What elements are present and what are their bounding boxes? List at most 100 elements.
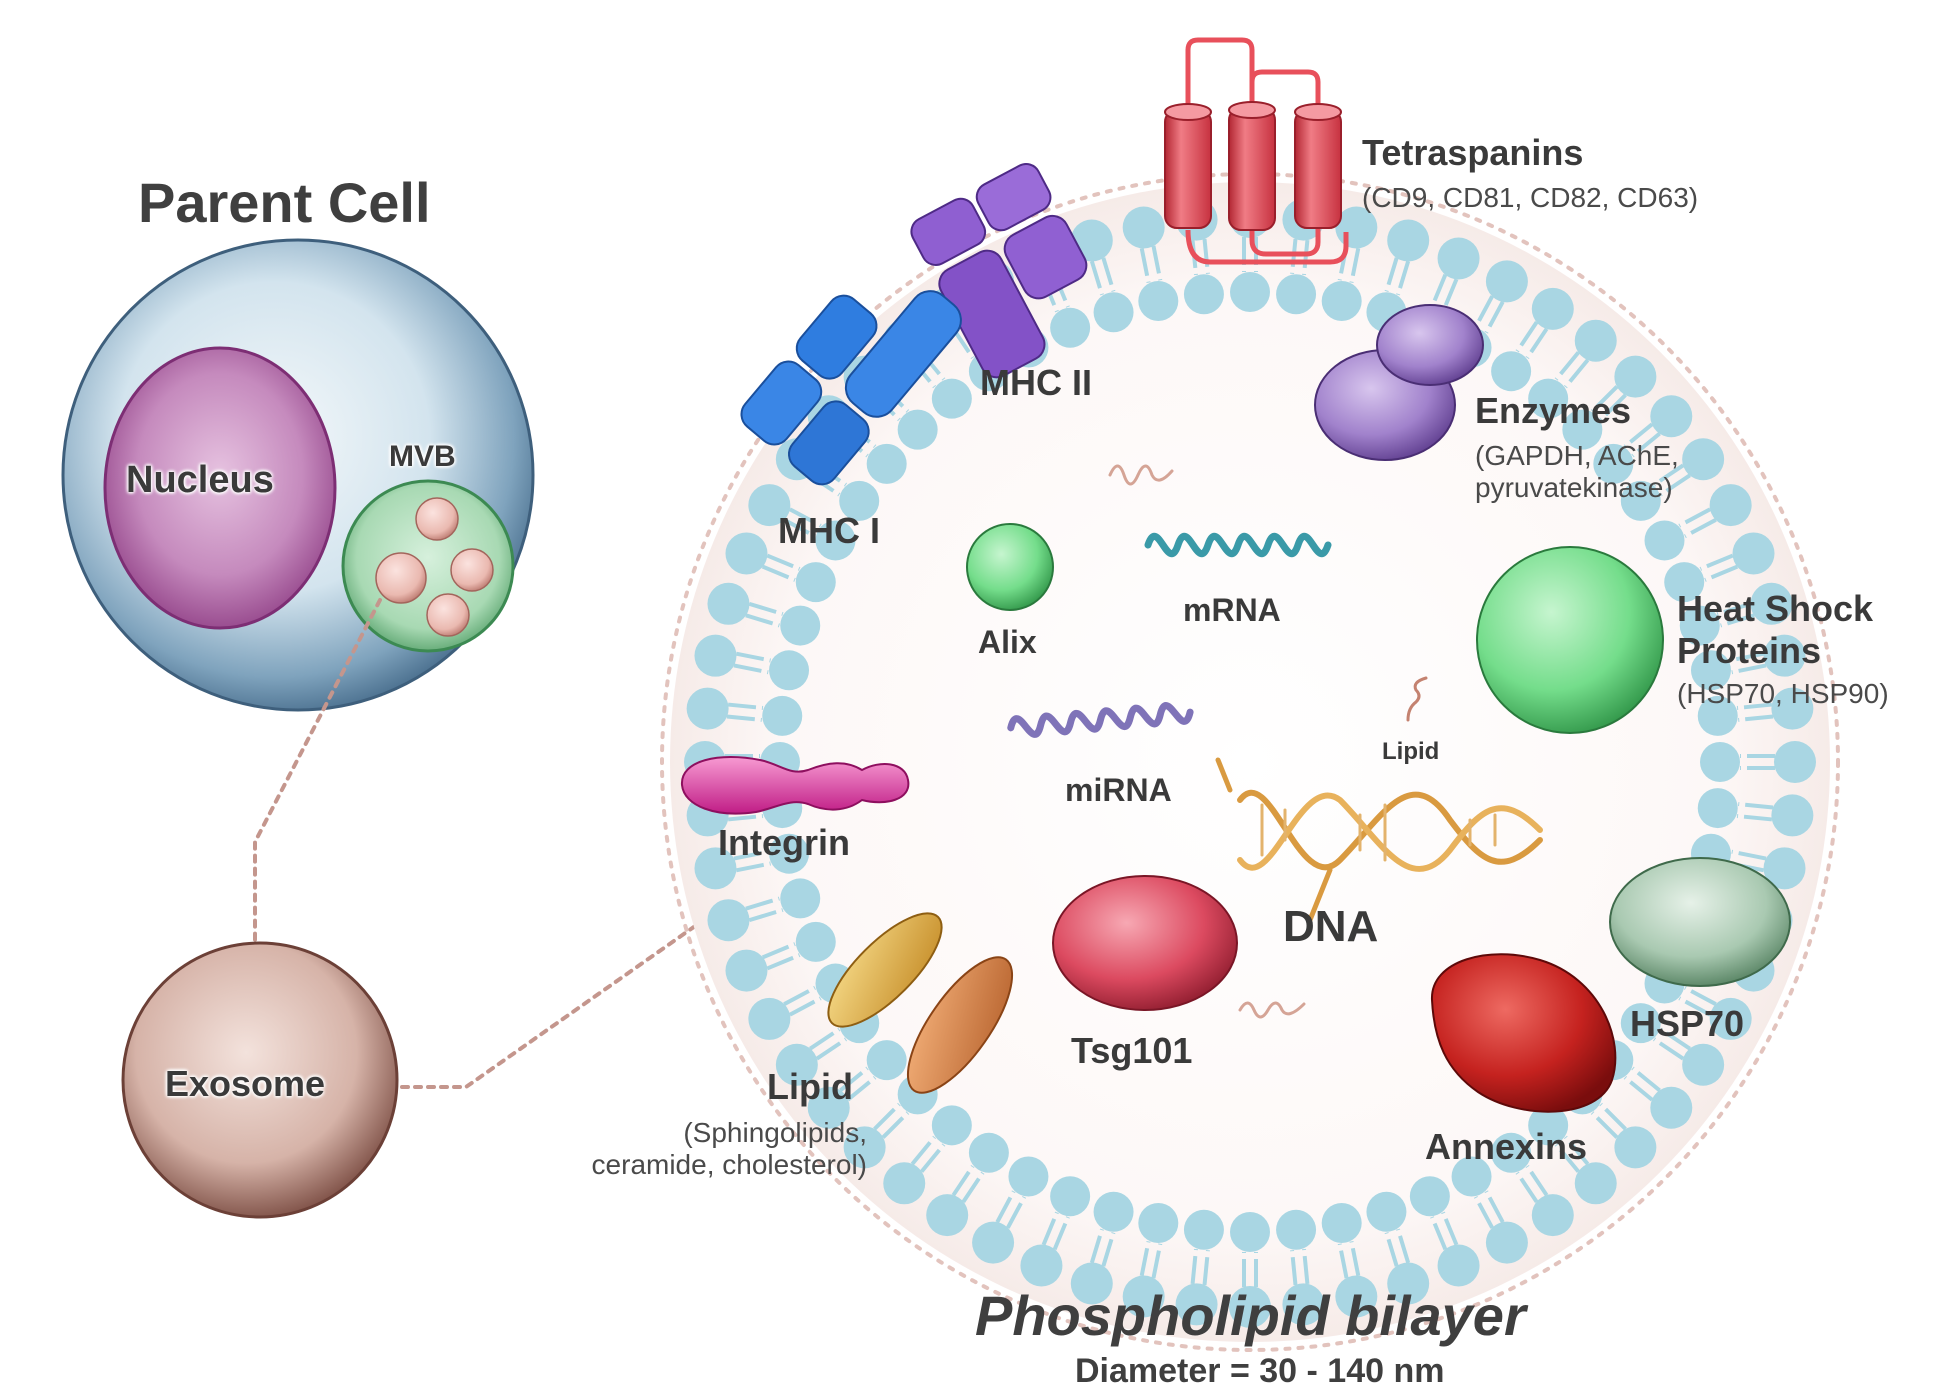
lipid-tail [1151, 1250, 1161, 1279]
lipid-head [1700, 742, 1740, 782]
lipid-tail [788, 999, 816, 1017]
lipid-tail [788, 507, 816, 525]
lipid-head [707, 582, 750, 625]
lipid-tail [1151, 245, 1161, 274]
lipid-tail [839, 1071, 864, 1092]
lipid-tail [846, 1080, 871, 1102]
lipid-tail [1101, 257, 1114, 286]
lipid-tail [1477, 1202, 1494, 1229]
lipid-head [748, 997, 791, 1040]
lipid-tail [1706, 553, 1734, 569]
exosome-label: Exosome [165, 1063, 326, 1104]
lipid-raft [827, 912, 1014, 1094]
lipid-tail [1631, 1066, 1635, 1071]
lipid-tail [1659, 1027, 1663, 1032]
lipid-tail [1563, 384, 1568, 389]
lipid-tail [1477, 295, 1494, 322]
lipid-tail [1525, 1164, 1530, 1169]
lipid-tail [745, 613, 774, 626]
lipid-tail [1529, 327, 1549, 354]
lipid-head [1138, 281, 1179, 322]
parent-cell [61, 238, 535, 712]
mhc-ii-label: MHC II [980, 362, 1092, 403]
lipid-tail [1623, 444, 1628, 449]
lipid-head [968, 1132, 1009, 1173]
lipid-head [1276, 274, 1317, 315]
lipid-tail [873, 1107, 896, 1131]
lipid-tail [1487, 1196, 1505, 1224]
lipid-tail [1515, 349, 1520, 353]
lipid-tail [1665, 1031, 1691, 1051]
lipid-tail [1089, 1235, 1102, 1264]
lipid-head [1679, 605, 1720, 646]
lipid-head [1709, 484, 1752, 527]
lipid-head [1531, 287, 1574, 330]
lipid-head [762, 695, 803, 736]
lipid-tail [1743, 702, 1773, 710]
lipid-label: Lipid [767, 1066, 853, 1107]
lipid-tail [897, 1102, 901, 1107]
lipid-head [1093, 292, 1134, 333]
lipid-tail [1599, 1102, 1603, 1107]
lipid-head [1321, 1202, 1362, 1243]
lipid-tail [920, 1148, 941, 1173]
lipid-head [1020, 1244, 1063, 1287]
lipid-tail [1302, 1255, 1310, 1285]
lipid-head [1614, 1126, 1657, 1169]
lipid-tail [815, 1041, 842, 1061]
small-fragments [1108, 464, 1306, 1019]
lipid-head [1682, 438, 1725, 481]
lipid-small-label: Lipid [1382, 738, 1440, 765]
lipid-detail-1: (Sphingolipids, [683, 1117, 867, 1148]
mhc-ii [910, 163, 1088, 379]
lipid-head [686, 687, 729, 730]
lipid-head [1620, 480, 1661, 521]
lipid-tail [1563, 1135, 1568, 1140]
lipid-tail [1006, 1202, 1023, 1229]
lipid-head [1387, 219, 1430, 262]
enzymes [1314, 304, 1484, 461]
lipid-head [883, 1162, 926, 1205]
lipid-tail [872, 1075, 877, 1080]
lipid-tail [970, 1164, 975, 1169]
lipid-tail [809, 1031, 835, 1051]
lipid-tail [1350, 1247, 1361, 1277]
lipid-head [795, 921, 836, 962]
lipid-tail [843, 1037, 848, 1042]
enzymes-detail-1: (GAPDH, AChE, [1475, 440, 1679, 471]
lipid-tail [1398, 1235, 1411, 1264]
lipid-tail [727, 702, 757, 710]
dna [1215, 757, 1543, 923]
parent-cell-title: Parent Cell [138, 171, 431, 234]
lipid-head [1574, 319, 1617, 362]
lipid-tail [1738, 851, 1767, 861]
lipid-tail [932, 1135, 937, 1140]
lipid-tail [1590, 409, 1595, 413]
lipid-tail [1652, 1037, 1657, 1042]
lipid-tail [1041, 1218, 1057, 1246]
integrin [680, 756, 910, 815]
lipid-head [1697, 695, 1738, 736]
lipid-tail [735, 862, 765, 873]
lipid-head [815, 520, 856, 561]
lipid-head [1574, 1162, 1617, 1205]
heat-shock-label-1: Heat Shock [1677, 588, 1874, 629]
mhc-i [740, 290, 962, 486]
lipid-tail [1726, 613, 1755, 626]
lipid-tail [1519, 1177, 1539, 1203]
lipid-tail [726, 714, 756, 722]
lipid-tail [1089, 260, 1102, 289]
mrna-label: mRNA [1183, 592, 1281, 628]
lipid-tail [865, 453, 869, 458]
lipid-head [769, 650, 810, 691]
exosome [121, 941, 399, 1219]
lipid-tail [733, 851, 762, 861]
lipid-head [1122, 206, 1165, 249]
lipid-tail [1487, 300, 1505, 328]
lipid-tail [1652, 482, 1657, 487]
lipid-tail [1202, 1256, 1210, 1286]
lipid-tail [761, 564, 790, 580]
lipid-tail [1339, 1250, 1349, 1279]
lipid-tail [837, 1027, 841, 1032]
lipid-head [1175, 1283, 1218, 1326]
